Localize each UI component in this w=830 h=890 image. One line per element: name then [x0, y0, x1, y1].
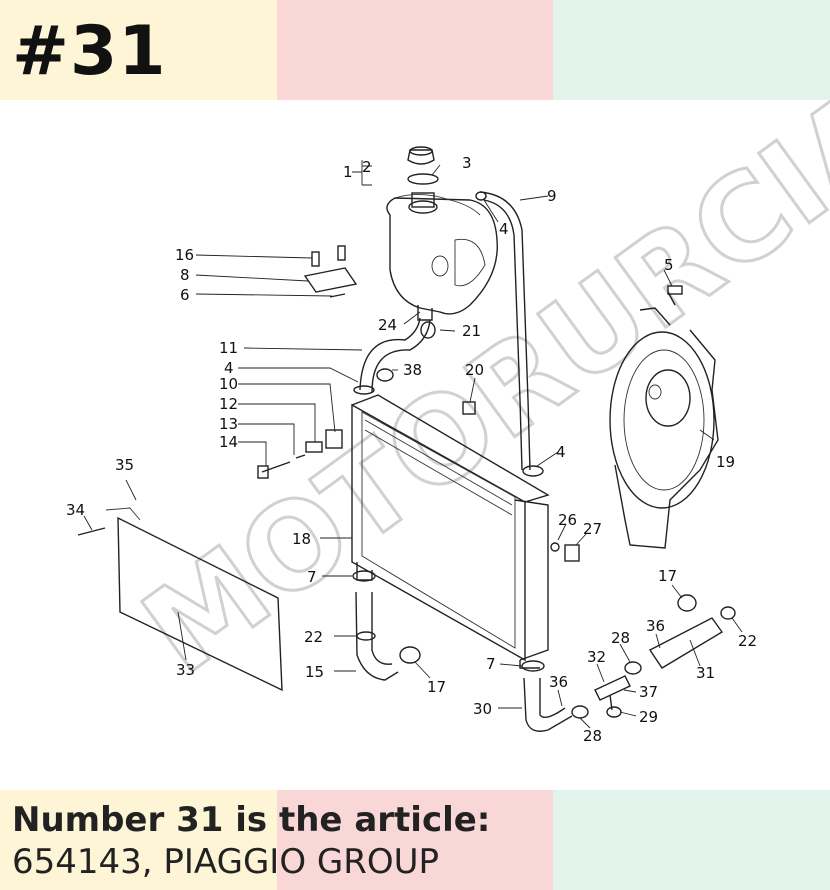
- footer-band-pink: [277, 790, 553, 890]
- label-32: 32: [587, 648, 606, 666]
- tank-cap: [407, 146, 435, 165]
- label-15: 15: [305, 663, 324, 681]
- label-34: 34: [66, 501, 85, 519]
- label-2: 2: [362, 158, 372, 176]
- label-22-left: 22: [304, 628, 323, 646]
- article-number: 654143, PIAGGIO GROUP: [12, 842, 440, 882]
- screen-edge: [105, 507, 141, 521]
- hose-30-outline: [539, 678, 566, 718]
- label-7-right: 7: [486, 655, 496, 673]
- label-38: 38: [403, 361, 422, 379]
- label-17-left: 17: [427, 678, 446, 696]
- label-26: 26: [558, 511, 577, 529]
- radiator: [351, 394, 550, 669]
- pipe-31: [648, 617, 724, 669]
- hose-30: [523, 677, 573, 732]
- label-24: 24: [378, 316, 397, 334]
- label-7-left: 7: [307, 568, 317, 586]
- cap-gasket: [407, 173, 439, 185]
- label-13: 13: [219, 415, 238, 433]
- label-35: 35: [115, 456, 134, 474]
- footer-band: [0, 790, 830, 890]
- label-28-top: 28: [611, 629, 630, 647]
- label-12: 12: [219, 395, 238, 413]
- header-band-mint: [553, 0, 830, 100]
- label-27: 27: [583, 520, 602, 538]
- label-4-top: 4: [499, 220, 509, 238]
- label-18: 18: [292, 530, 311, 548]
- label-11: 11: [219, 339, 238, 357]
- leader-lines: [83, 160, 743, 729]
- hose-11: [359, 317, 421, 391]
- label-10: 10: [219, 375, 238, 393]
- label-14: 14: [219, 433, 238, 451]
- header-band: [0, 0, 830, 100]
- label-4-left: 4: [224, 359, 234, 377]
- label-19: 19: [716, 453, 735, 471]
- label-6: 6: [180, 286, 190, 304]
- hose-9: [479, 191, 531, 471]
- label-30: 30: [473, 700, 492, 718]
- label-9: 9: [547, 187, 557, 205]
- cooling-fan: [609, 307, 719, 549]
- footer-band-yellow: [0, 790, 277, 890]
- label-37: 37: [639, 683, 658, 701]
- label-21: 21: [462, 322, 481, 340]
- label-20: 20: [465, 361, 484, 379]
- label-5: 5: [664, 256, 674, 274]
- label-28-bottom: 28: [583, 727, 602, 745]
- part-number-title: #31: [12, 12, 167, 91]
- exploded-parts-diagram: MOTORURCIA: [66, 100, 830, 745]
- label-22-right: 22: [738, 632, 757, 650]
- label-29: 29: [639, 708, 658, 726]
- label-16: 16: [175, 246, 194, 264]
- header-band-yellow: [0, 0, 277, 100]
- tank-bracket: [303, 245, 358, 298]
- label-8: 8: [180, 266, 190, 284]
- label-31: 31: [696, 664, 715, 682]
- label-3: 3: [462, 154, 472, 172]
- label-1: 1: [343, 163, 353, 181]
- label-36-right: 36: [646, 617, 665, 635]
- hose-15: [355, 591, 399, 681]
- radiator-screen: [117, 516, 283, 692]
- hose-11-outline: [371, 319, 431, 393]
- header-band-pink: [277, 0, 553, 100]
- footer-band-mint: [553, 790, 830, 890]
- bolts-and-washers: [77, 285, 683, 562]
- t-fitting-32: [594, 675, 631, 711]
- expansion-tank: [386, 192, 498, 321]
- label-17-right: 17: [658, 567, 677, 585]
- hose-15-outline: [371, 592, 393, 665]
- article-caption: Number 31 is the article:: [12, 800, 491, 840]
- part-labels: 1 2 3 4 9 16 8 6 5 24 21 11 4 38 20 10 1…: [66, 154, 757, 745]
- hose-9-outline: [483, 199, 523, 471]
- label-4-right: 4: [556, 443, 566, 461]
- sensor-29: [606, 706, 622, 718]
- label-33: 33: [176, 661, 195, 679]
- label-36-left: 36: [549, 673, 568, 691]
